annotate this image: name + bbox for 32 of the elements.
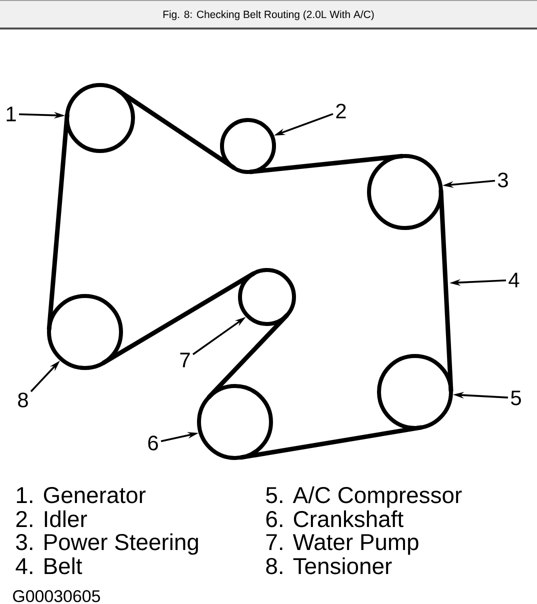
pulley-circle <box>220 118 276 174</box>
part-list-item: 5. A/C Compressor <box>266 486 462 508</box>
pulley-circle <box>377 354 453 430</box>
callout-number: 2 <box>336 104 346 118</box>
title-bar: Fig. 8: Checking Belt Routing (2.0L With A/C) <box>0 0 537 30</box>
belt-line <box>116 88 236 170</box>
belt-line <box>248 154 404 174</box>
part-list-item: 4. Belt <box>16 557 82 574</box>
pulley-circle <box>65 83 135 153</box>
pulley-circle <box>47 294 123 370</box>
belt-line <box>438 188 454 393</box>
part-list-item: 2. Idler <box>16 510 87 528</box>
part-list-item: 1. Generator <box>16 487 146 504</box>
belt-line <box>46 112 70 332</box>
callout-number: 6 <box>148 436 158 450</box>
callout-number: 7 <box>180 352 190 368</box>
pulley-circle <box>367 154 443 230</box>
pulley-circle <box>238 268 296 326</box>
callout-number: 4 <box>508 272 520 288</box>
callout-number: 5 <box>511 390 521 406</box>
part-list-item: 7. Water Pump <box>266 534 418 555</box>
part-list-item: 8. Tensioner <box>266 557 392 574</box>
belt-line <box>101 271 256 366</box>
pulley-circle <box>197 384 273 460</box>
belt-line <box>239 425 424 460</box>
belt-line <box>206 313 289 400</box>
part-list-item: 3. Power Steering <box>16 533 198 555</box>
callout-number: 3 <box>498 172 508 188</box>
part-list-item: 6. Crankshaft <box>266 510 404 528</box>
callout-number: 8 <box>18 392 28 408</box>
figure-code: G00030605 <box>13 590 100 602</box>
callout-number: 1 <box>6 106 16 122</box>
